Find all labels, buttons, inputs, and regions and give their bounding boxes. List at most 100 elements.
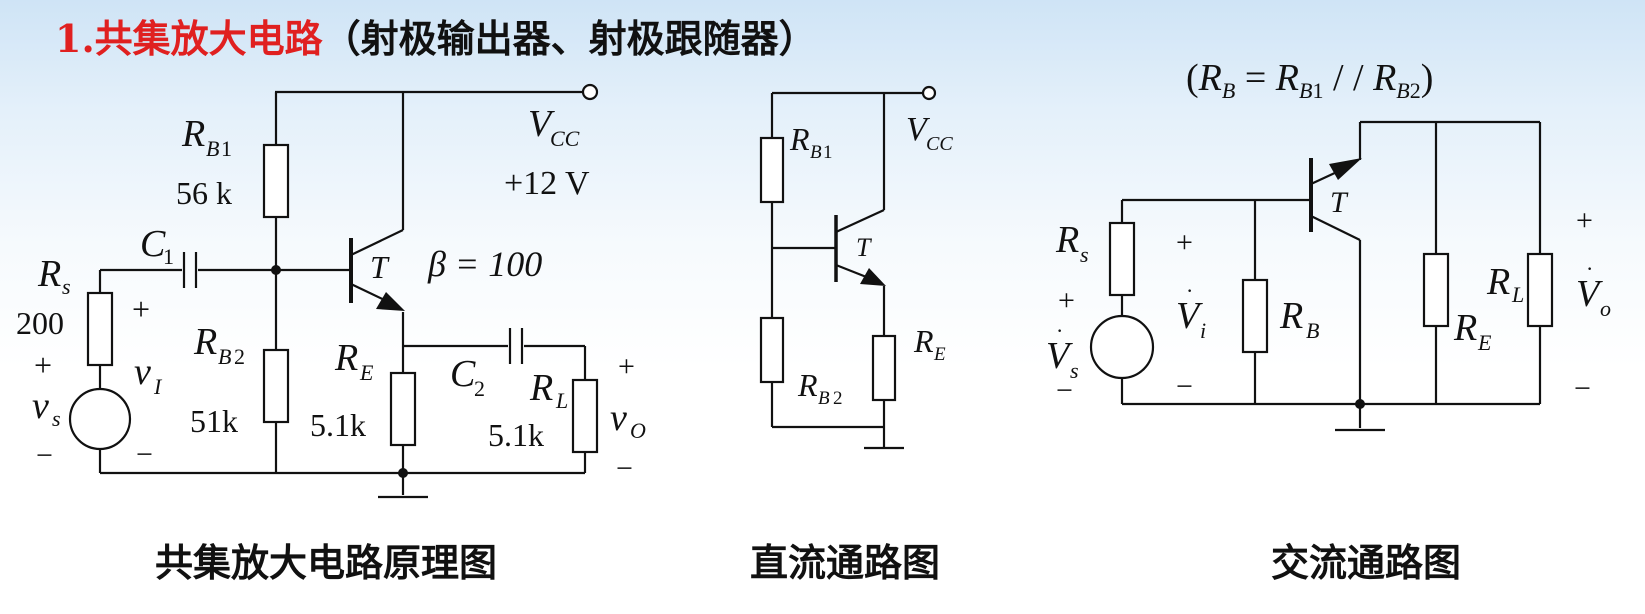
title-sub: （射极输出器、射极跟随器） bbox=[322, 16, 817, 61]
svg-text:C: C bbox=[140, 223, 166, 265]
svg-text:2: 2 bbox=[474, 376, 485, 401]
svg-text:E: E bbox=[933, 344, 946, 365]
svg-text:+: + bbox=[1176, 226, 1193, 259]
svg-text:B: B bbox=[206, 136, 219, 161]
ac-rl-resistor bbox=[1526, 252, 1554, 328]
svg-text:V: V bbox=[1176, 295, 1203, 337]
svg-text:s: s bbox=[1080, 242, 1089, 267]
ac-rb-resistor bbox=[1241, 278, 1269, 354]
rb1-value: 56 k bbox=[176, 175, 232, 211]
ac-source-vs bbox=[1089, 314, 1155, 380]
svg-text:s: s bbox=[52, 406, 61, 431]
svg-text:1: 1 bbox=[163, 244, 174, 269]
svg-text:B: B bbox=[810, 142, 822, 163]
svg-text:I: I bbox=[153, 374, 163, 399]
svg-text:2: 2 bbox=[234, 344, 245, 369]
ac-note: (RB = RB1 / / RB2) bbox=[1186, 57, 1433, 103]
rs-value: 200 bbox=[16, 305, 64, 341]
svg-text:R: R bbox=[181, 113, 205, 155]
svg-text:+: + bbox=[34, 347, 52, 383]
svg-text:1: 1 bbox=[823, 142, 833, 163]
svg-text:−: − bbox=[1056, 374, 1073, 407]
vcc-value: +12 V bbox=[504, 165, 590, 202]
caption-dc-path: 直流通路图 bbox=[749, 540, 941, 585]
svg-text:CC: CC bbox=[926, 133, 953, 155]
svg-text:−: − bbox=[1574, 372, 1591, 405]
emitter-arrow bbox=[376, 292, 405, 311]
svg-text:T: T bbox=[856, 233, 872, 262]
svg-text:o: o bbox=[1600, 296, 1611, 321]
svg-text:−: − bbox=[1176, 370, 1193, 403]
svg-text:R: R bbox=[1055, 219, 1079, 261]
svg-text:R: R bbox=[1486, 261, 1510, 303]
svg-text:+: + bbox=[1058, 284, 1075, 317]
svg-text:L: L bbox=[555, 388, 568, 413]
vcc-terminal bbox=[581, 83, 599, 101]
svg-text:B: B bbox=[218, 344, 231, 369]
rs-resistor bbox=[86, 291, 114, 367]
beta-value: β = 100 bbox=[427, 244, 542, 284]
svg-text:E: E bbox=[359, 360, 374, 385]
svg-text:−: − bbox=[616, 452, 633, 485]
svg-text:2: 2 bbox=[833, 388, 843, 409]
dc-re-resistor bbox=[871, 334, 897, 402]
re-value: 5.1k bbox=[310, 407, 366, 443]
svg-text:C: C bbox=[450, 353, 476, 395]
svg-text:v: v bbox=[610, 397, 627, 439]
svg-text:R: R bbox=[193, 321, 217, 363]
rl-resistor bbox=[571, 378, 599, 454]
svg-text:+: + bbox=[132, 291, 150, 327]
svg-text:T: T bbox=[1330, 186, 1349, 219]
caption-ac-path: 交流通路图 bbox=[1270, 540, 1462, 585]
svg-text:·: · bbox=[1056, 318, 1063, 343]
svg-text:L: L bbox=[1511, 282, 1524, 307]
svg-text:i: i bbox=[1200, 318, 1206, 343]
dc-emitter-arrow bbox=[860, 268, 886, 286]
svg-text:V: V bbox=[1576, 273, 1603, 315]
svg-text:+: + bbox=[1576, 204, 1593, 237]
svg-text:V: V bbox=[528, 103, 555, 145]
dc-rb1-resistor bbox=[759, 136, 785, 204]
svg-text:R: R bbox=[1453, 307, 1477, 349]
svg-text:E: E bbox=[1477, 330, 1492, 355]
ac-emitter-arrow bbox=[1329, 158, 1362, 180]
ac-rs-resistor bbox=[1108, 221, 1136, 297]
ac-re-resistor bbox=[1422, 252, 1450, 328]
svg-text:v: v bbox=[32, 385, 49, 427]
rb2-resistor bbox=[262, 348, 290, 424]
svg-text:T: T bbox=[370, 249, 390, 285]
title-main: 1.共集放大电路 bbox=[55, 16, 323, 61]
svg-text:v: v bbox=[134, 351, 151, 393]
svg-text:1: 1 bbox=[221, 136, 232, 161]
svg-text:V: V bbox=[1046, 335, 1073, 377]
svg-text:R: R bbox=[797, 367, 818, 403]
svg-text:·: · bbox=[1186, 278, 1193, 303]
svg-text:−: − bbox=[36, 439, 53, 472]
svg-text:R: R bbox=[1279, 295, 1303, 337]
dc-vcc-terminal bbox=[921, 85, 937, 101]
svg-text:R: R bbox=[789, 121, 810, 157]
caption-schematic: 共集放大电路原理图 bbox=[154, 540, 498, 585]
svg-text:+: + bbox=[618, 350, 635, 383]
slide-title: 1.共集放大电路（射极输出器、射极跟随器） bbox=[55, 8, 817, 68]
re-resistor bbox=[389, 371, 417, 447]
svg-text:O: O bbox=[630, 418, 646, 443]
rb1-resistor bbox=[262, 143, 290, 219]
rl-value: 5.1k bbox=[488, 417, 544, 453]
svg-text:R: R bbox=[334, 337, 358, 379]
svg-text:R: R bbox=[529, 367, 553, 409]
svg-text:−: − bbox=[136, 438, 153, 471]
svg-text:R: R bbox=[913, 323, 934, 359]
dc-rb2-resistor bbox=[759, 316, 785, 384]
source-vs bbox=[68, 387, 132, 451]
svg-text:s: s bbox=[62, 274, 71, 299]
svg-text:·: · bbox=[1586, 256, 1593, 281]
svg-text:B: B bbox=[1306, 318, 1319, 343]
rb2-value: 51k bbox=[190, 403, 238, 439]
svg-text:s: s bbox=[1070, 358, 1079, 383]
svg-text:B: B bbox=[818, 388, 830, 409]
